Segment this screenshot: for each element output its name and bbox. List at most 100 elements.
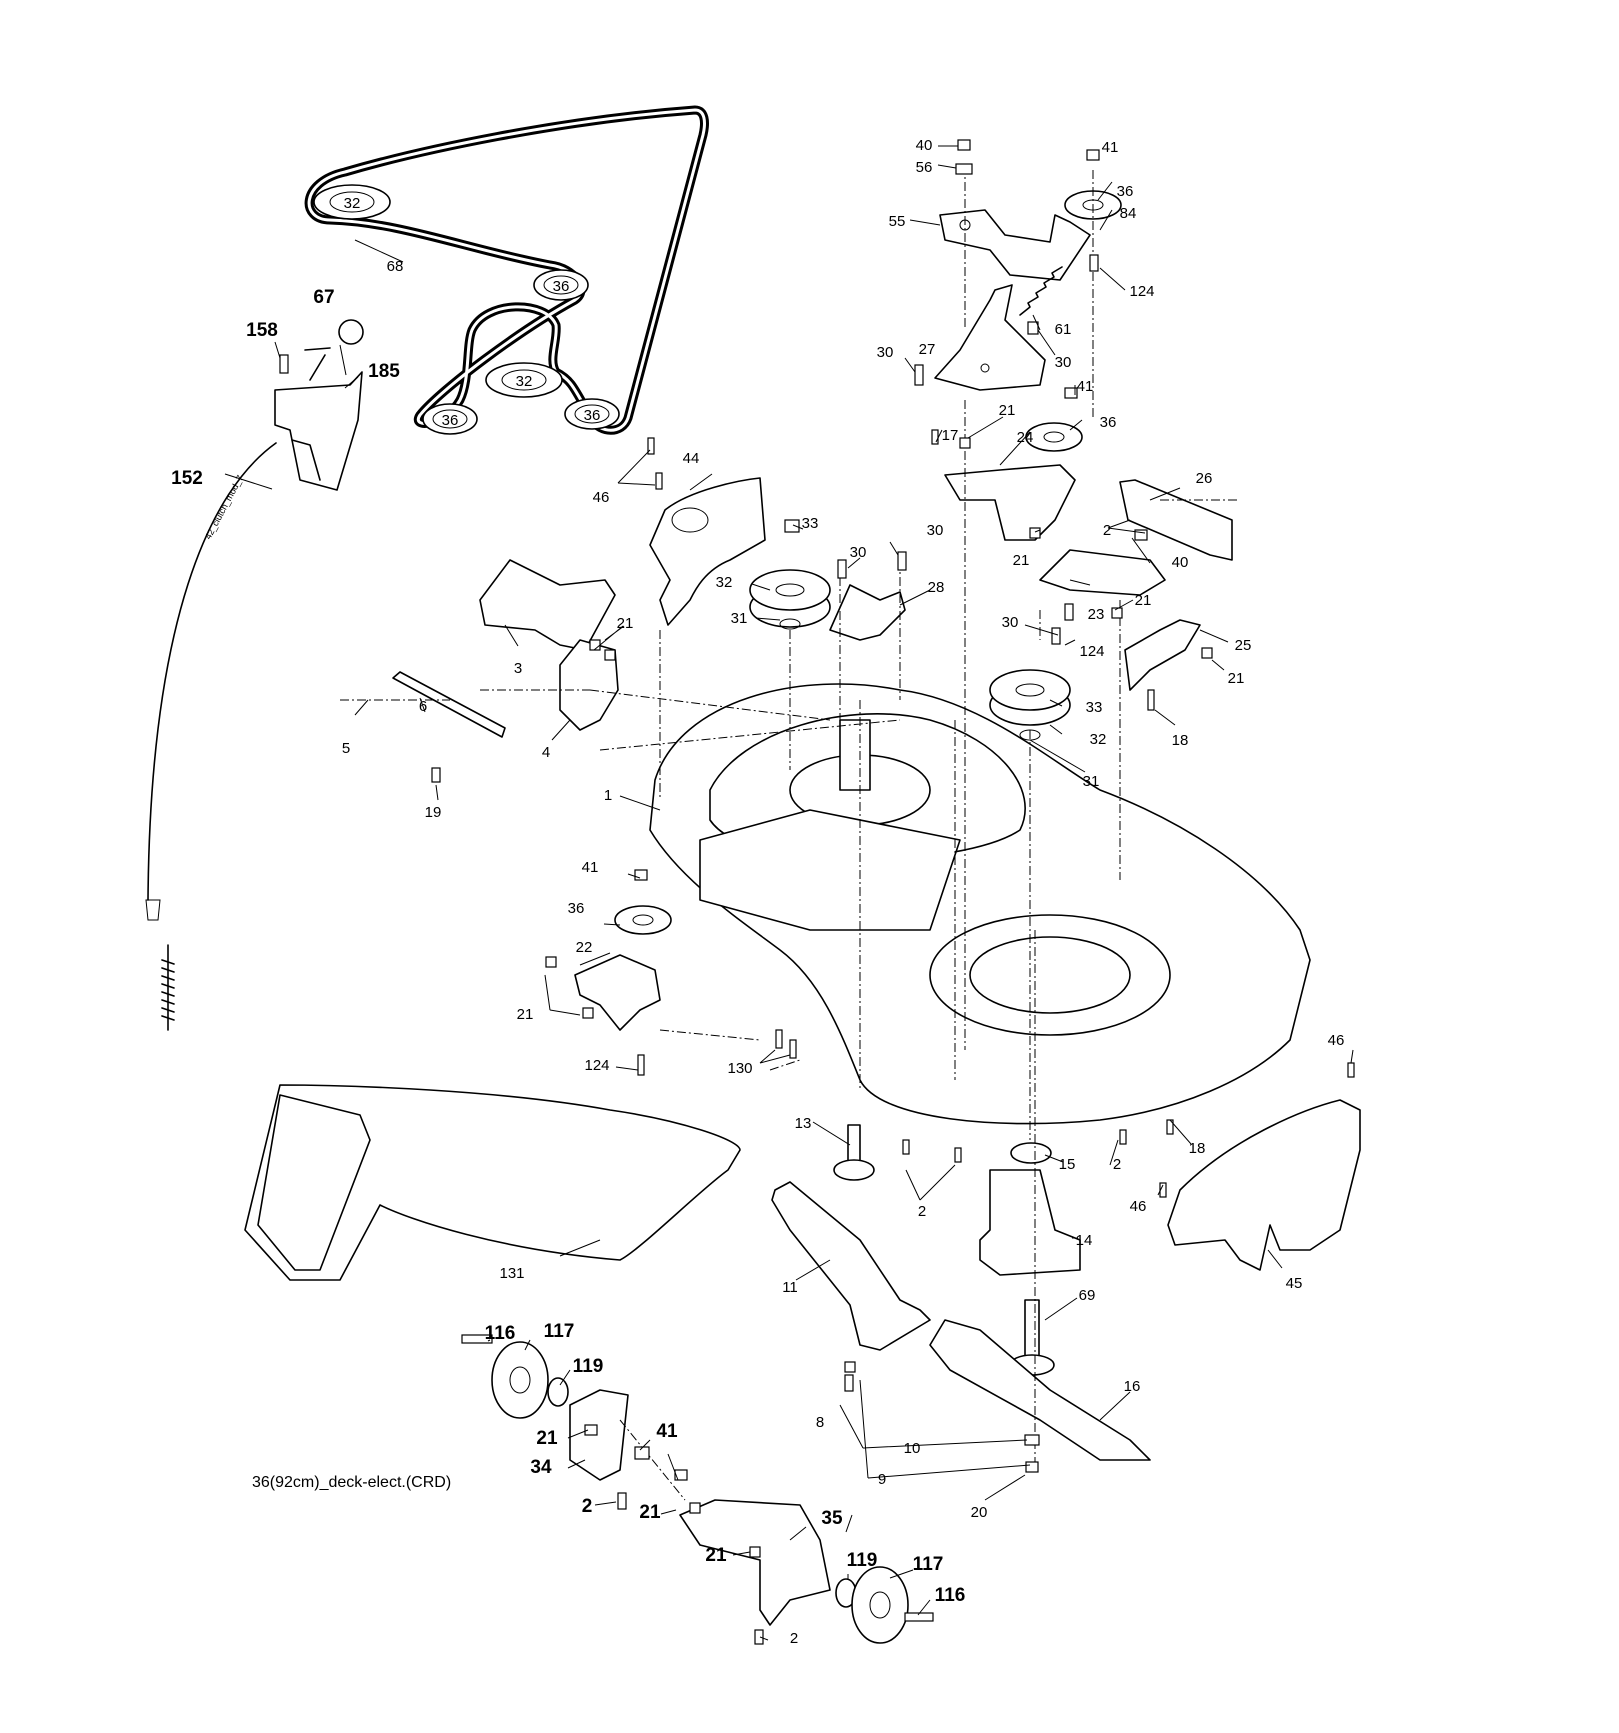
bracket-4 xyxy=(559,639,619,731)
callout-28: 28 xyxy=(928,579,945,596)
callout-3: 3 xyxy=(514,660,522,677)
callout-11: 11 xyxy=(782,1279,798,1296)
bracket-3 xyxy=(479,559,616,651)
callout-41: 41 xyxy=(656,1421,678,1442)
callout-9: 9 xyxy=(878,1471,886,1488)
svg-text:36: 36 xyxy=(442,412,459,429)
callout-119: 119 xyxy=(847,1550,878,1571)
callout-46: 46 xyxy=(1130,1198,1147,1215)
wheel-117-right xyxy=(851,1566,909,1644)
callout-21: 21 xyxy=(705,1545,727,1566)
callout-56: 56 xyxy=(916,159,933,176)
assembly-lines xyxy=(340,165,1240,1501)
callout-36: 36 xyxy=(1100,414,1117,431)
spring-61 xyxy=(1019,266,1063,316)
callout-124: 124 xyxy=(1079,643,1104,660)
callout-46: 46 xyxy=(593,489,610,506)
callout-35: 35 xyxy=(821,1508,843,1529)
clutch-bracket-185 xyxy=(274,347,363,491)
callout-21: 21 xyxy=(536,1428,558,1449)
callout-21: 21 xyxy=(617,615,634,632)
pulley-ball-67 xyxy=(338,319,364,345)
svg-text:32: 32 xyxy=(344,195,361,212)
callout-40: 40 xyxy=(916,137,933,154)
callout-41: 41 xyxy=(1102,139,1119,156)
callout-30: 30 xyxy=(1055,354,1072,371)
leader-lines xyxy=(224,145,1354,1641)
callout-25: 25 xyxy=(1235,637,1252,654)
callout-21: 21 xyxy=(999,402,1016,419)
bracket-25 xyxy=(1124,619,1201,691)
callout-21: 21 xyxy=(517,1006,534,1023)
callout-32: 32 xyxy=(716,574,733,591)
belt-pulley: 36 xyxy=(533,269,589,301)
callout-124: 124 xyxy=(584,1057,609,1074)
bracket-35 xyxy=(679,1499,831,1626)
callout-116: 116 xyxy=(485,1323,516,1344)
plate-23 xyxy=(1039,549,1166,596)
callout-2: 2 xyxy=(582,1496,593,1517)
diagram-caption: 36(92cm)_deck-elect.(CRD) xyxy=(252,1474,451,1491)
callout-116: 116 xyxy=(935,1585,966,1606)
callout-21: 21 xyxy=(1013,552,1030,569)
blade-11 xyxy=(771,1181,931,1351)
callout-2: 2 xyxy=(1103,522,1111,539)
callout-18: 18 xyxy=(1172,732,1189,749)
callout-24: 24 xyxy=(1017,429,1034,446)
belt-pulley: 36 xyxy=(564,398,620,430)
callout-41: 41 xyxy=(1077,378,1094,395)
svg-text:42_clutch_mod_7: 42_clutch_mod_7 xyxy=(203,473,245,540)
callout-30: 30 xyxy=(1002,614,1019,631)
callout-30: 30 xyxy=(877,344,894,361)
callout-14: 14 xyxy=(1076,1232,1093,1249)
callout-30: 30 xyxy=(927,522,944,539)
callout-117: 117 xyxy=(544,1321,575,1342)
callout-30: 30 xyxy=(850,544,867,561)
callout-33: 33 xyxy=(802,515,819,532)
callout-119: 119 xyxy=(573,1356,604,1377)
callout-84: 84 xyxy=(1120,205,1137,222)
callout-21: 21 xyxy=(1135,592,1152,609)
wheel-117-left xyxy=(491,1341,549,1419)
svg-text:36: 36 xyxy=(584,407,601,424)
callout-5: 5 xyxy=(342,740,350,757)
callout-4: 4 xyxy=(542,744,550,761)
callout-69: 69 xyxy=(1079,1287,1096,1304)
callout-19: 19 xyxy=(425,804,442,821)
callout-31: 31 xyxy=(731,610,748,627)
callout-33: 33 xyxy=(1086,699,1103,716)
belt-pulley: 36 xyxy=(422,403,478,435)
bracket-24 xyxy=(944,464,1076,541)
callout-34: 34 xyxy=(530,1457,552,1478)
blade-guard-45 xyxy=(1167,1099,1361,1271)
callout-45: 45 xyxy=(1286,1275,1303,1292)
callout-36: 36 xyxy=(1117,183,1134,200)
callout-32: 32 xyxy=(1090,731,1107,748)
callout-23: 23 xyxy=(1088,606,1105,623)
callout-2: 2 xyxy=(918,1203,926,1220)
callout-31: 31 xyxy=(1083,773,1100,790)
callout-131: 131 xyxy=(499,1265,524,1282)
callout-26: 26 xyxy=(1196,470,1213,487)
callout-20: 20 xyxy=(971,1504,988,1521)
callout-8: 8 xyxy=(816,1414,824,1431)
washer-119-left xyxy=(547,1377,569,1407)
svg-text:36: 36 xyxy=(553,278,570,295)
discharge-chute-131 xyxy=(244,1084,741,1281)
callout-16: 16 xyxy=(1124,1378,1141,1395)
deck-housing-1 xyxy=(649,683,1311,1125)
callout-68: 68 xyxy=(387,258,404,275)
drive-belt xyxy=(304,105,709,435)
callout-6: 6 xyxy=(419,698,427,715)
callout-152: 152 xyxy=(171,468,203,489)
callout-17: 17 xyxy=(942,427,959,444)
link-6 xyxy=(392,671,506,738)
svg-text:32: 32 xyxy=(516,373,533,390)
callout-44: 44 xyxy=(683,450,700,467)
spindle-13 xyxy=(833,1124,875,1181)
callout-2: 2 xyxy=(1113,1156,1121,1173)
callout-124: 124 xyxy=(1129,283,1154,300)
callout-18: 18 xyxy=(1189,1140,1206,1157)
hardware xyxy=(431,139,1355,1645)
callout-130: 130 xyxy=(727,1060,752,1077)
